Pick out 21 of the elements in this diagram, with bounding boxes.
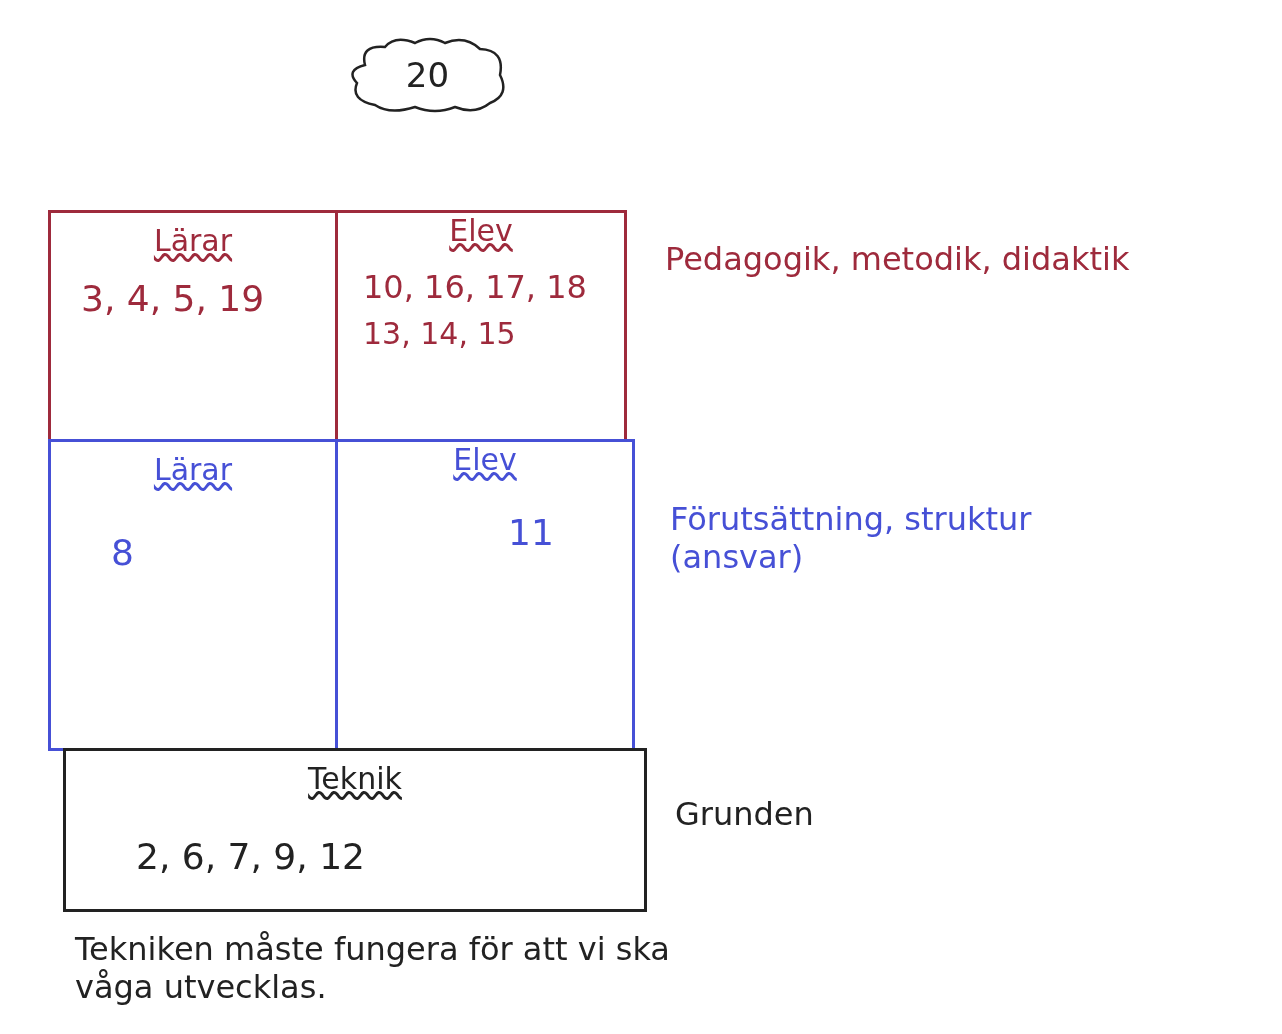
cell-heading: Lärar (152, 223, 234, 258)
cloud-number: 20 (404, 55, 451, 95)
grid-cell (48, 439, 338, 751)
grid-cell (48, 210, 338, 442)
number-list: 11 (508, 512, 554, 553)
number-list: 13, 14, 15 (363, 316, 516, 351)
grid-cell (335, 210, 627, 442)
row-label: Förutsättning, struktur (ansvar) (670, 500, 1033, 576)
caption: Tekniken måste fungera för att vi ska våga utvecklas. (75, 930, 671, 1006)
row-label: Grunden (675, 795, 814, 833)
number-list: 10, 16, 17, 18 (363, 268, 587, 306)
grid-cell (335, 439, 635, 751)
row-label: Pedagogik, metodik, didaktik (665, 240, 1130, 278)
number-list: 3, 4, 5, 19 (81, 278, 265, 319)
grid-cell (63, 748, 647, 912)
cell-heading: Lärar (152, 452, 234, 487)
number-list: 8 (111, 532, 134, 573)
cell-heading: Elev (452, 442, 518, 477)
cell-heading: Teknik (307, 761, 403, 796)
number-list: 2, 6, 7, 9, 12 (136, 836, 365, 877)
cell-heading: Elev (448, 213, 514, 248)
